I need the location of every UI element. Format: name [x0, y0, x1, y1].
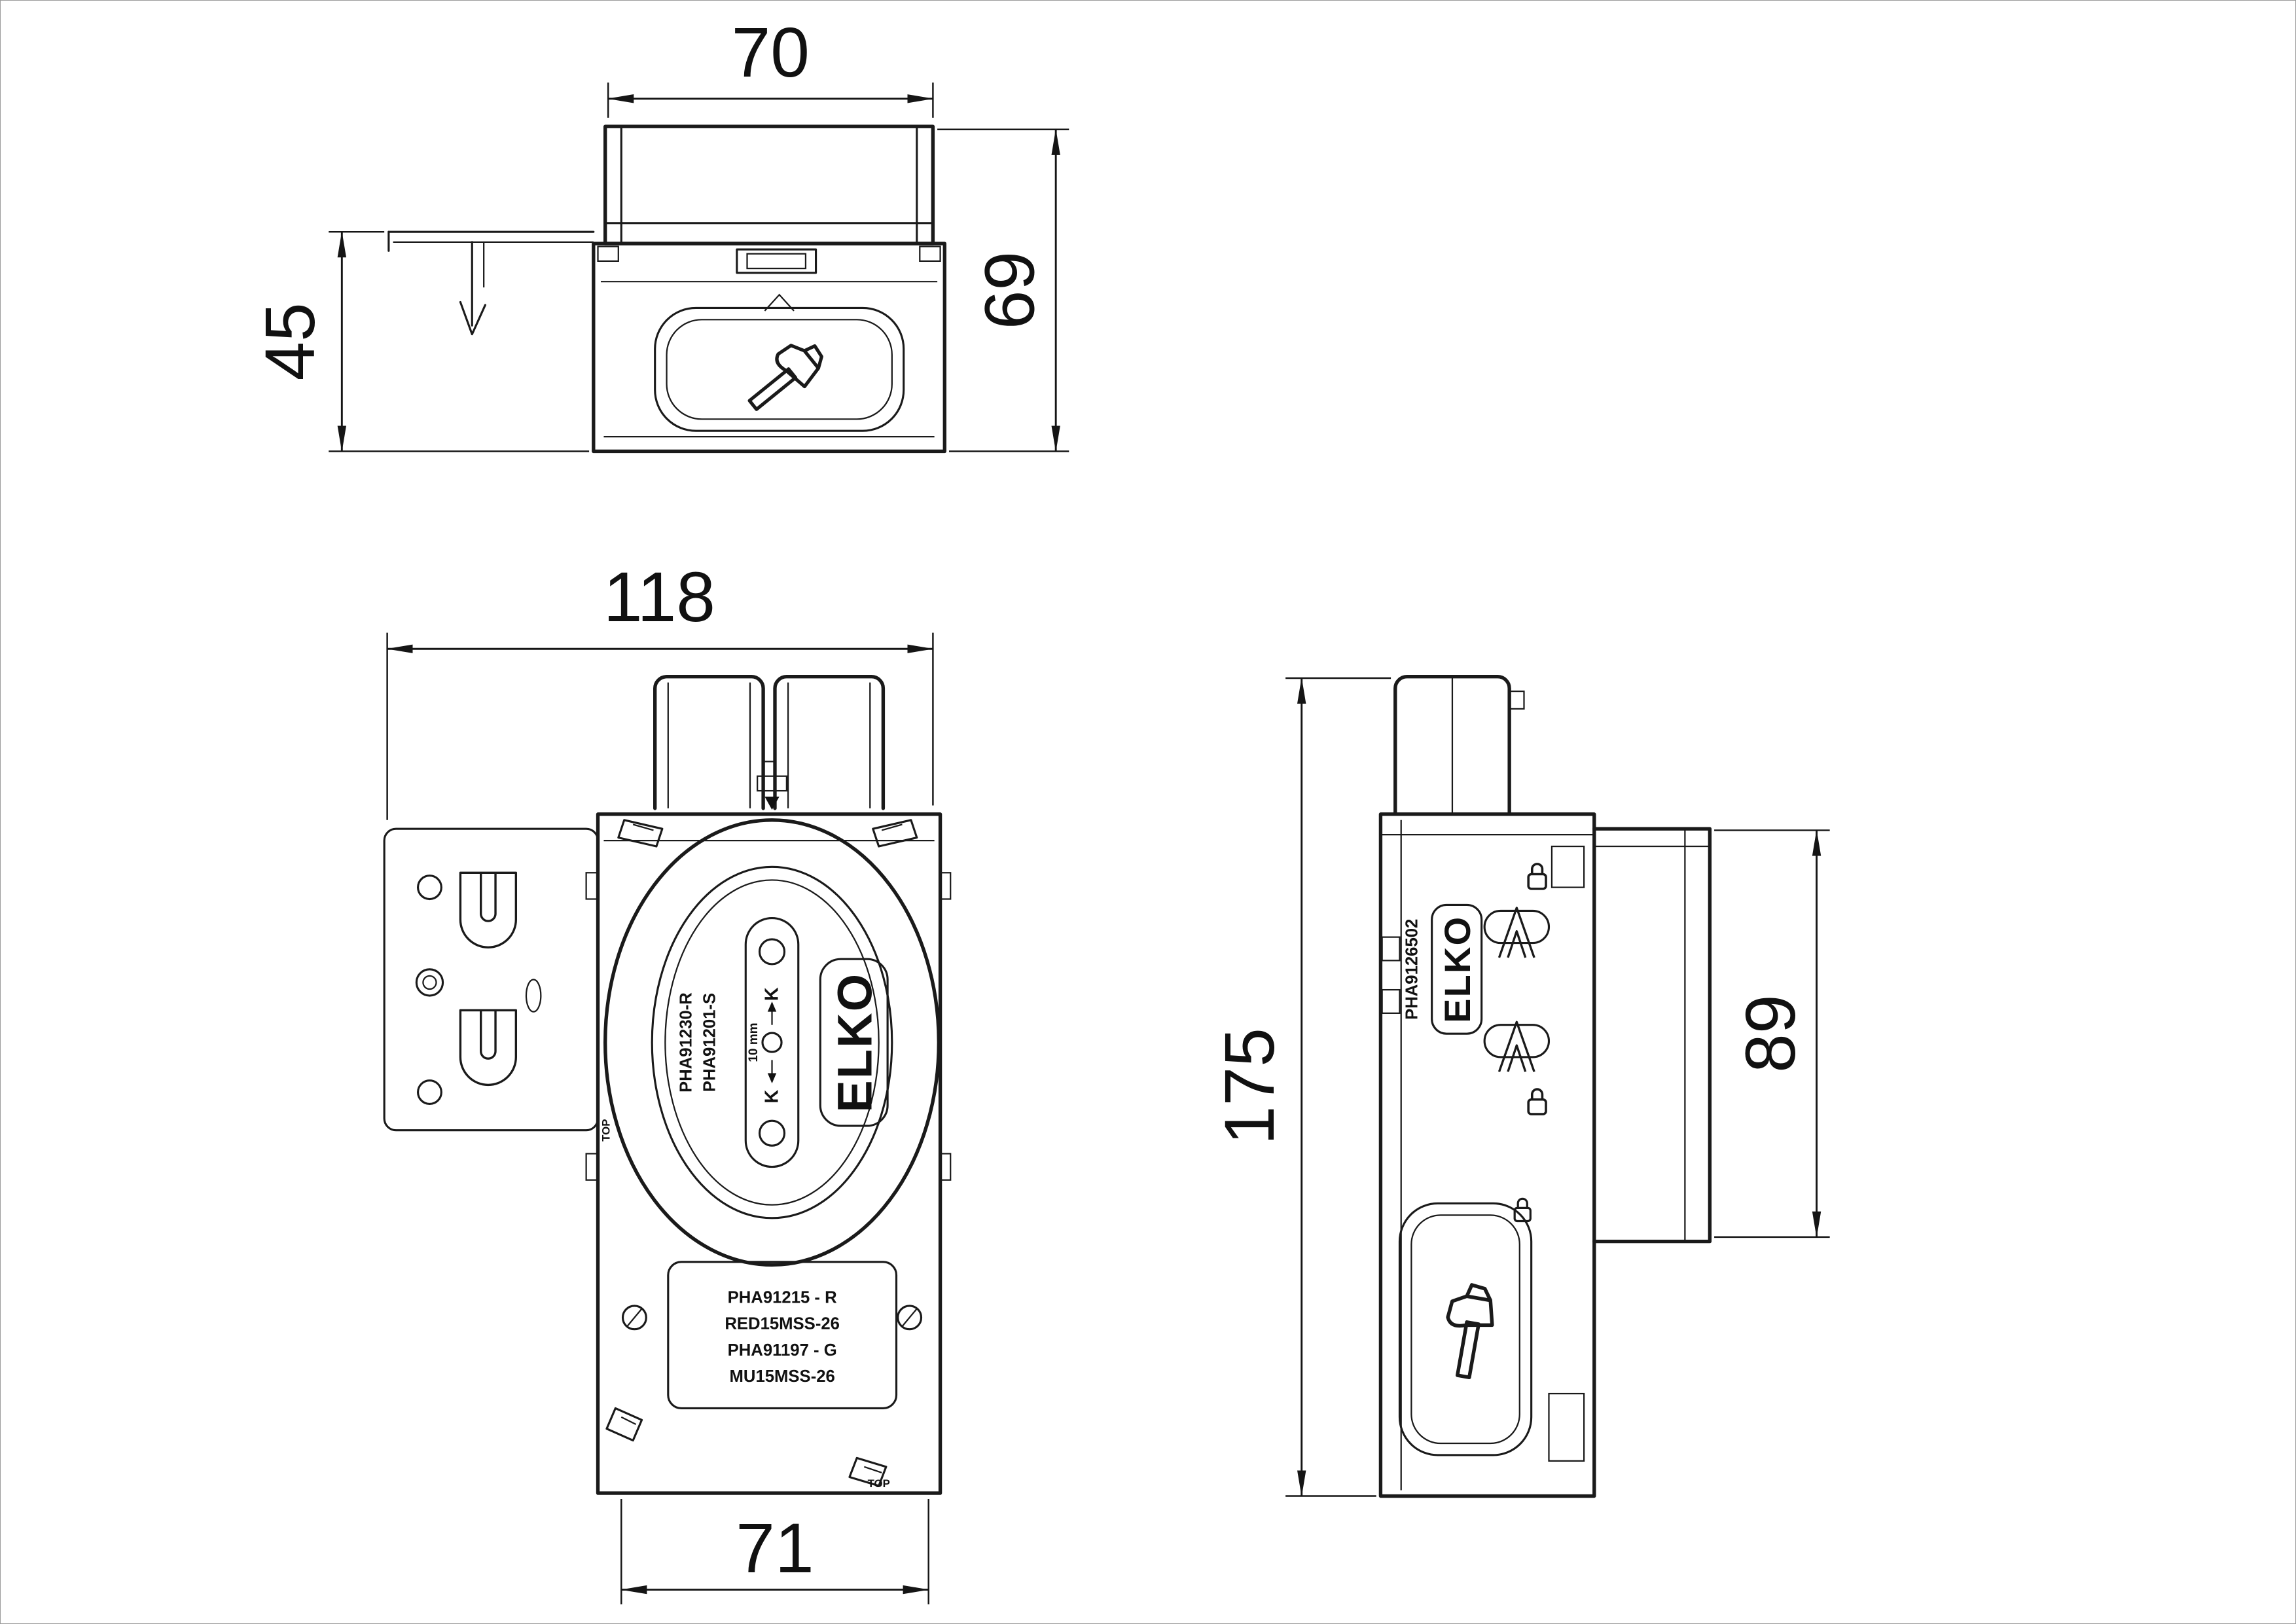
front-view-flange: [383, 827, 600, 1132]
orientation-marker-bottom: TOP: [868, 1477, 890, 1490]
front-view: K K 10 mm PHA91230-R PHA91201-S ELKO: [383, 558, 952, 1604]
elko-logo-side: ELKO: [1431, 903, 1483, 1035]
elko-logo-front: ELKO: [819, 958, 889, 1127]
dim-label-71: 71: [736, 1509, 814, 1587]
front-view-rotor: K K 10 mm PHA91230-R PHA91201-S ELKO: [603, 818, 941, 1267]
dim-label-175: 175: [1210, 1028, 1289, 1145]
top-view-opening: [654, 293, 905, 432]
flange-fork-slot-top: [459, 871, 518, 948]
dim-top-flange-45: 45: [251, 230, 590, 452]
front-view-conduits: [653, 675, 886, 810]
latch-spike-bottom: [1498, 1020, 1535, 1073]
label-line-1: PHA91215 - R: [728, 1288, 837, 1307]
dim-top-height-69: 69: [937, 128, 1069, 452]
side-view: PHA9126502 ELKO 175: [1210, 675, 1830, 1498]
gauge-size-label: 10 mm: [747, 1022, 761, 1062]
top-view-body: [592, 242, 946, 454]
flange-fork-slot-bottom: [459, 1009, 518, 1087]
elko-logo-text-front: ELKO: [828, 973, 882, 1113]
dim-label-118: 118: [603, 558, 715, 636]
dim-side-depth-89: 89: [1714, 829, 1830, 1238]
padlock-icon-bottom: [1527, 1088, 1547, 1115]
top-view: 70 69 45: [251, 13, 1069, 454]
latch-spike-top: [1498, 907, 1535, 959]
label-line-4: MU15MSS-26: [730, 1367, 835, 1386]
side-view-body: [1378, 812, 1596, 1498]
front-view-label-block: PHA91215 - R RED15MSS-26 PHA91197 - G MU…: [667, 1261, 898, 1409]
center-arrow-marker: [764, 797, 780, 810]
front-view-screws: [621, 1305, 923, 1331]
gauge-k-bottom: K: [761, 1090, 782, 1104]
dim-top-width-70: 70: [607, 13, 934, 118]
top-view-flange: [387, 230, 595, 336]
label-line-3: PHA91197 - G: [728, 1341, 837, 1360]
hammer-icon: [749, 340, 823, 416]
dim-label-89: 89: [1731, 994, 1810, 1072]
dim-front-width-118: 118: [386, 558, 934, 820]
hammer-icon-side: [1420, 1280, 1521, 1382]
dim-label-69: 69: [971, 251, 1049, 329]
front-view-body: [585, 812, 952, 1495]
dim-label-45: 45: [251, 302, 329, 380]
side-view-rear-block: [1592, 827, 1712, 1244]
rotor-code-2: PHA91201-S: [700, 993, 719, 1092]
front-view-bottom-clips: TOP TOP: [600, 1119, 889, 1490]
side-view-latches: [1483, 863, 1551, 1223]
side-view-opening: [1398, 1202, 1533, 1456]
gauge-k-top: K: [761, 987, 782, 1001]
dim-side-height-175: 175: [1210, 677, 1391, 1497]
dim-front-bottom-71: 71: [620, 1498, 929, 1604]
rotor-code-1: PHA91230-R: [677, 992, 696, 1092]
label-line-2: RED15MSS-26: [725, 1315, 840, 1333]
dim-label-70: 70: [732, 13, 810, 92]
orientation-marker-left: TOP: [600, 1119, 612, 1142]
top-view-cover: [603, 124, 935, 245]
side-view-conduit: [1393, 675, 1525, 816]
padlock-icon-top: [1527, 863, 1547, 890]
side-product-code: PHA9126502: [1403, 919, 1421, 1020]
elko-logo-text-side: ELKO: [1437, 916, 1478, 1023]
